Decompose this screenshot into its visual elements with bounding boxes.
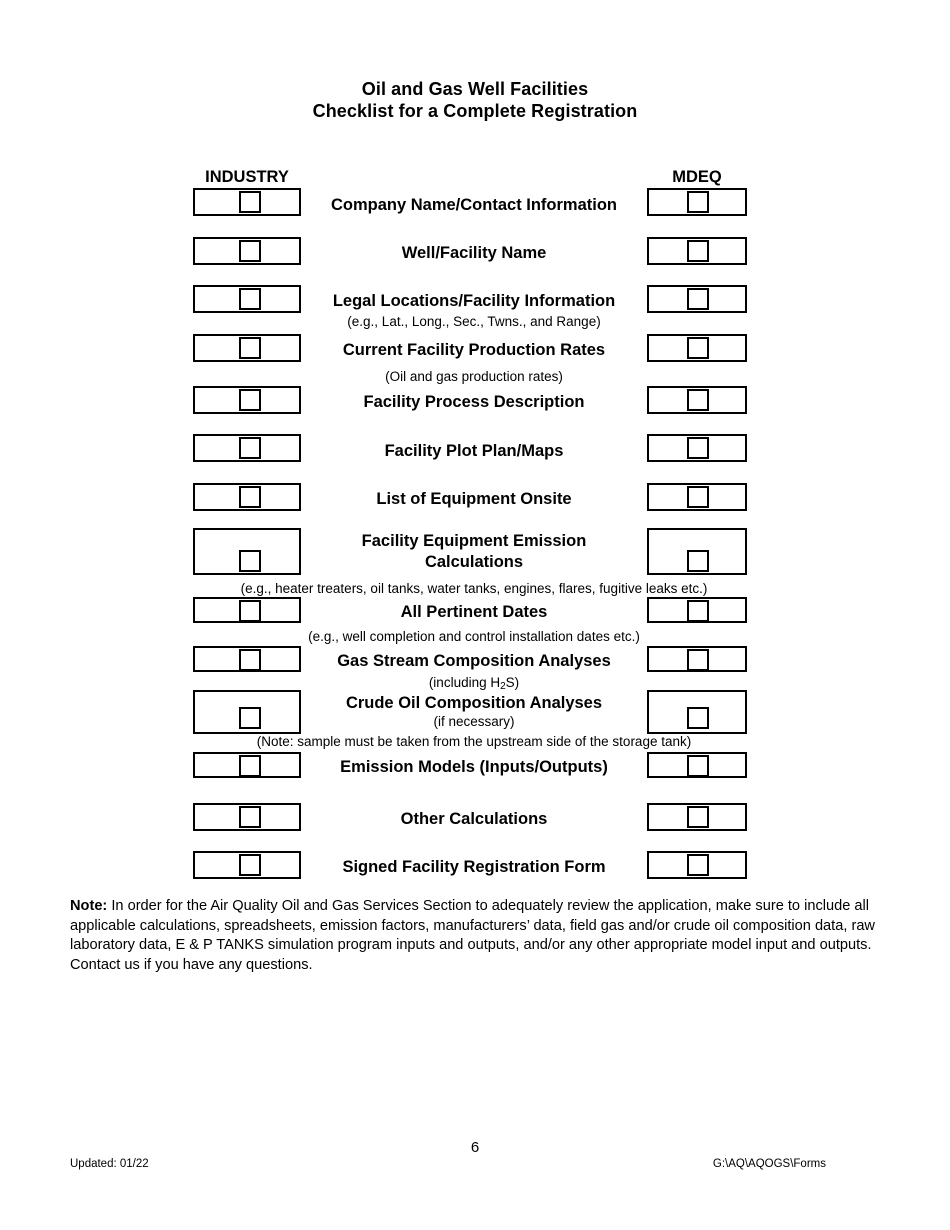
mdeq-checkbox-frame-13[interactable] xyxy=(647,803,747,831)
note-paragraph: Note: In order for the Air Quality Oil a… xyxy=(70,897,882,975)
industry-checkbox-frame-2[interactable] xyxy=(193,237,301,265)
industry-checkbox-8[interactable] xyxy=(239,550,261,572)
title-line-2: Checklist for a Complete Registration xyxy=(312,101,638,121)
caption-gas-stream-post: S) xyxy=(505,675,520,690)
industry-checkbox-9[interactable] xyxy=(239,600,261,622)
mdeq-checkbox-13[interactable] xyxy=(687,806,709,828)
caption-crude-oil: (if necessary) xyxy=(433,714,515,729)
industry-checkbox-frame-13[interactable] xyxy=(193,803,301,831)
industry-checkbox-frame-4[interactable] xyxy=(193,334,301,362)
industry-checkbox-frame-5[interactable] xyxy=(193,386,301,414)
title-line-1: Oil and Gas Well Facilities xyxy=(361,79,589,99)
mdeq-checkbox-frame-4[interactable] xyxy=(647,334,747,362)
mdeq-checkbox-frame-3[interactable] xyxy=(647,285,747,313)
footer-updated: Updated: 01/22 xyxy=(70,1158,149,1170)
caption-pertinent-dates: (e.g., well completion and control insta… xyxy=(308,629,640,644)
caption-production-rates: (Oil and gas production rates) xyxy=(385,369,563,384)
caption-gas-stream-pre: (including H xyxy=(428,675,501,690)
mdeq-checkbox-frame-10[interactable] xyxy=(647,646,747,672)
mdeq-checkbox-frame-2[interactable] xyxy=(647,237,747,265)
mdeq-checkbox-4[interactable] xyxy=(687,337,709,359)
mdeq-checkbox-14[interactable] xyxy=(687,854,709,876)
checklist-label-6: Facility Plot Plan/Maps xyxy=(384,442,564,460)
industry-checkbox-6[interactable] xyxy=(239,437,261,459)
industry-checkbox-frame-3[interactable] xyxy=(193,285,301,313)
column-header-mdeq: MDEQ xyxy=(672,168,722,186)
industry-checkbox-12[interactable] xyxy=(239,755,261,777)
industry-checkbox-frame-12[interactable] xyxy=(193,752,301,778)
mdeq-checkbox-7[interactable] xyxy=(687,486,709,508)
industry-checkbox-frame-1[interactable] xyxy=(193,188,301,216)
mdeq-checkbox-frame-9[interactable] xyxy=(647,597,747,623)
mdeq-checkbox-frame-12[interactable] xyxy=(647,752,747,778)
checklist-label-10: Gas Stream Composition Analyses xyxy=(337,652,611,670)
industry-checkbox-4[interactable] xyxy=(239,337,261,359)
checklist-label-4: Current Facility Production Rates xyxy=(342,341,606,359)
industry-checkbox-14[interactable] xyxy=(239,854,261,876)
mdeq-checkbox-8[interactable] xyxy=(687,550,709,572)
industry-checkbox-frame-8[interactable] xyxy=(193,528,301,575)
checklist-label-14: Signed Facility Registration Form xyxy=(342,858,606,876)
mdeq-checkbox-frame-5[interactable] xyxy=(647,386,747,414)
mdeq-checkbox-11[interactable] xyxy=(687,707,709,729)
mdeq-checkbox-frame-14[interactable] xyxy=(647,851,747,879)
industry-checkbox-frame-10[interactable] xyxy=(193,646,301,672)
industry-checkbox-13[interactable] xyxy=(239,806,261,828)
note-label: Note: xyxy=(70,898,108,914)
mdeq-checkbox-frame-1[interactable] xyxy=(647,188,747,216)
industry-checkbox-5[interactable] xyxy=(239,389,261,411)
mdeq-checkbox-1[interactable] xyxy=(687,191,709,213)
mdeq-checkbox-10[interactable] xyxy=(687,649,709,671)
mdeq-checkbox-12[interactable] xyxy=(687,755,709,777)
footer-file-path: G:\AQ\AQOGS\Forms xyxy=(712,1158,826,1170)
mdeq-checkbox-9[interactable] xyxy=(687,600,709,622)
mdeq-checkbox-6[interactable] xyxy=(687,437,709,459)
column-header-industry: INDUSTRY xyxy=(205,168,289,186)
caption-equipment-emissions: (e.g., heater treaters, oil tanks, water… xyxy=(240,581,708,596)
checklist-label-5: Facility Process Description xyxy=(363,393,585,411)
industry-checkbox-1[interactable] xyxy=(239,191,261,213)
mdeq-checkbox-5[interactable] xyxy=(687,389,709,411)
industry-checkbox-frame-6[interactable] xyxy=(193,434,301,462)
mdeq-checkbox-frame-11[interactable] xyxy=(647,690,747,734)
industry-checkbox-3[interactable] xyxy=(239,288,261,310)
mdeq-checkbox-frame-6[interactable] xyxy=(647,434,747,462)
mdeq-checkbox-frame-8[interactable] xyxy=(647,528,747,575)
checklist-label-8-line1: Facility Equipment Emission xyxy=(361,532,587,550)
checklist-label-7: List of Equipment Onsite xyxy=(376,490,572,508)
industry-checkbox-frame-9[interactable] xyxy=(193,597,301,623)
checklist-label-8: Facility Equipment Emission Calculations xyxy=(224,531,724,573)
caption-storage-tank: (Note: sample must be taken from the ups… xyxy=(256,734,692,749)
mdeq-checkbox-frame-7[interactable] xyxy=(647,483,747,511)
industry-checkbox-10[interactable] xyxy=(239,649,261,671)
industry-checkbox-frame-11[interactable] xyxy=(193,690,301,734)
note-body: In order for the Air Quality Oil and Gas… xyxy=(70,898,875,973)
industry-checkbox-frame-7[interactable] xyxy=(193,483,301,511)
checklist-label-2: Well/Facility Name xyxy=(401,244,547,262)
checklist-label-1: Company Name/Contact Information xyxy=(330,196,618,214)
checklist-label-11: Crude Oil Composition Analyses xyxy=(345,694,603,712)
caption-legal-locations: (e.g., Lat., Long., Sec., Twns., and Ran… xyxy=(347,314,601,329)
caption-gas-stream: (including H2S) xyxy=(124,675,824,693)
checklist-label-9: All Pertinent Dates xyxy=(400,603,548,621)
checklist-label-12: Emission Models (Inputs/Outputs) xyxy=(340,758,608,776)
industry-checkbox-11[interactable] xyxy=(239,707,261,729)
page-number: 6 xyxy=(470,1139,480,1156)
industry-checkbox-frame-14[interactable] xyxy=(193,851,301,879)
subscript-two: 2 xyxy=(500,681,506,692)
mdeq-checkbox-3[interactable] xyxy=(687,288,709,310)
checklist-label-3: Legal Locations/Facility Information xyxy=(332,292,616,310)
checklist-label-13: Other Calculations xyxy=(400,810,548,828)
page-title: Oil and Gas Well Facilities Checklist fo… xyxy=(0,78,950,122)
industry-checkbox-7[interactable] xyxy=(239,486,261,508)
mdeq-checkbox-2[interactable] xyxy=(687,240,709,262)
industry-checkbox-2[interactable] xyxy=(239,240,261,262)
checklist-label-8-line2: Calculations xyxy=(424,553,524,571)
